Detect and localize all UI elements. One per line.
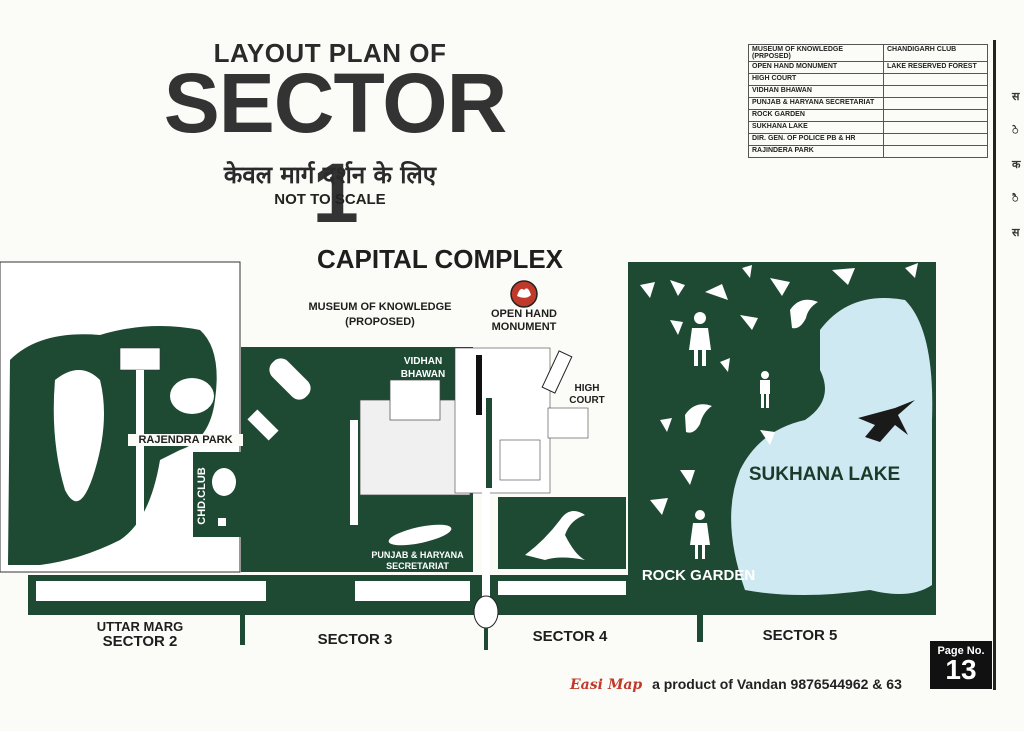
rajendra-park-label: RAJENDRA PARK — [128, 434, 243, 446]
legend-cell-left: RAJINDERA PARK — [748, 145, 884, 158]
vidhan-label-2: BHAWAN — [400, 369, 446, 380]
club-square — [218, 518, 226, 526]
high-court-building — [547, 407, 589, 439]
footer-credit: Easi Map a product of Vandan 9876544962 … — [570, 676, 930, 693]
club-pool — [212, 468, 236, 496]
high-court-ramp — [541, 350, 573, 394]
legend-row: RAJINDERA PARK — [748, 145, 988, 158]
road-segment-1 — [36, 581, 266, 601]
open-hand-glyph-icon — [517, 288, 531, 298]
uttar-marg-label: UTTAR MARG — [96, 619, 184, 634]
museum-sub-label: (PROPOSED) — [345, 316, 415, 328]
capitol-axis-line — [476, 355, 482, 415]
road-segment-2 — [355, 581, 470, 601]
museum-shape-2 — [247, 409, 279, 441]
secretariat-label-1: PUNJAB & HARYANA — [371, 550, 464, 560]
roundabout — [473, 595, 499, 629]
park-white-path — [53, 370, 104, 502]
vidhan-label-1: VIDHAN — [403, 356, 443, 367]
sector-5-label: SECTOR 5 — [762, 627, 838, 644]
capital-road — [482, 490, 490, 610]
page-label: Page No. — [937, 645, 985, 657]
rock-garden-rocks — [640, 263, 918, 515]
sector-3-label: SECTOR 3 — [317, 631, 393, 648]
museum-shape-1 — [269, 358, 311, 400]
secretariat-oval — [388, 524, 452, 546]
chd-club-label: CHD.CLUB — [196, 467, 208, 525]
sukhana-lake-label: SUKHANA LAKE — [748, 464, 901, 485]
capitol-green-strip — [486, 398, 492, 488]
vidhan-bhawan-building — [389, 379, 441, 421]
sector-divider-4-5 — [697, 612, 703, 642]
high-court-label-1: HIGH — [574, 383, 600, 394]
lake-swimmer-icon — [858, 400, 915, 442]
park-fountain — [170, 378, 214, 414]
side-margin-text: से कै स — [1012, 80, 1024, 250]
page-number-box: Page No. 13 — [930, 641, 992, 689]
page-edge-line — [993, 40, 996, 690]
sector-2-label: SECTOR 2 — [102, 633, 178, 650]
side-char: ै — [1012, 193, 1019, 205]
sukhana-lake — [731, 298, 933, 595]
chd-club-block — [193, 452, 241, 537]
rock-garden-label: ROCK GARDEN — [641, 567, 756, 584]
person-icon-female-top — [689, 312, 711, 366]
dove-icon-2 — [685, 404, 712, 433]
park-walkway — [136, 370, 144, 560]
side-char: स — [1012, 227, 1020, 239]
high-court-block — [499, 439, 541, 481]
footer-text: a product of Vandan 9876544962 & 63 — [652, 676, 902, 692]
park-building — [119, 347, 161, 371]
sector-divider-2-3 — [240, 615, 245, 645]
person-icon-female-bottom — [690, 510, 710, 559]
side-char: स — [1012, 91, 1020, 103]
secretariat-label-2: SECRETARIAT — [386, 561, 449, 571]
roundabout-road — [484, 628, 488, 650]
scale-note: NOT TO SCALE — [274, 191, 386, 208]
high-court-label-2: COURT — [569, 395, 605, 406]
dove-icon-1 — [790, 299, 818, 329]
side-char: क — [1012, 159, 1021, 171]
sector4-white-shape — [525, 511, 585, 560]
title-sector-1: SECTOR 1 — [163, 56, 508, 240]
title-line-1: LAYOUT PLAN OF — [213, 38, 447, 68]
capital-complex-label: CAPITAL COMPLEX — [316, 244, 564, 274]
page-number: 13 — [945, 654, 977, 685]
sector-4-label: SECTOR 4 — [532, 628, 608, 645]
legend-row: HIGH COURT — [748, 73, 988, 86]
open-hand-label-1: OPEN HAND — [490, 308, 557, 320]
legend-table: MUSEUM OF KNOWLEDGE (PRPOSED)CHANDIGARH … — [748, 44, 988, 158]
museum-label: MUSEUM OF KNOWLEDGE — [308, 301, 452, 313]
footer-brand: Easi Map — [570, 677, 643, 693]
open-hand-label-2: MONUMENT — [491, 321, 557, 333]
person-icon-male — [760, 371, 770, 408]
title-hindi: केवल मार्ग दर्शन के लिए — [223, 161, 437, 189]
secretariat-bar — [350, 420, 358, 525]
legend-cell-right — [883, 145, 988, 158]
road-segment-3 — [498, 581, 626, 595]
side-char: े — [1012, 125, 1019, 137]
